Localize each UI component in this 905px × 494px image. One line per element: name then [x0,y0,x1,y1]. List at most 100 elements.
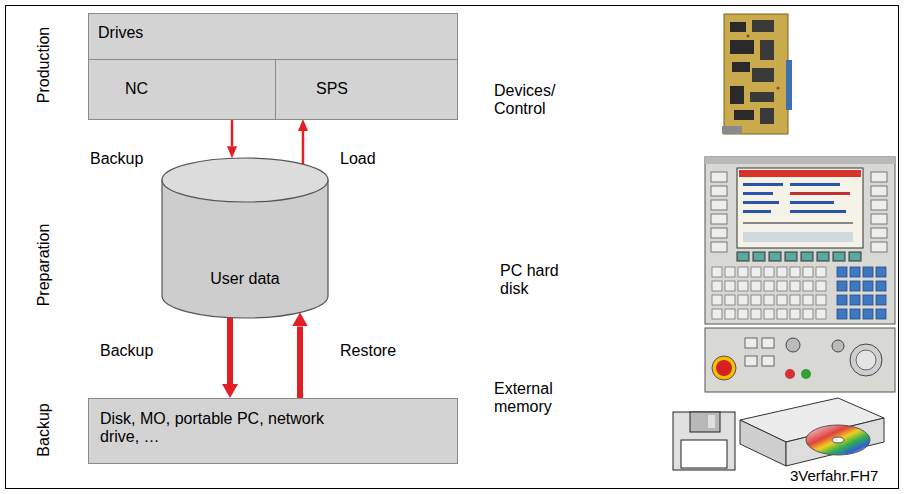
circuit-board-illustration-part [760,40,774,60]
control-panel-illustration-part [711,200,727,210]
control-panel-illustration-part [743,192,773,195]
control-panel-illustration-part [711,214,727,224]
circuit-board-illustration-part [747,35,750,38]
control-panel-illustration-part [849,252,861,261]
stage-label: Backup [35,403,53,456]
control-panel-illustration-part [850,344,882,376]
level-label: Devices/ Control [494,82,584,119]
control-panel-illustration-part [785,369,795,379]
control-panel-illustration-part [871,228,887,238]
control-panel-illustration-part [711,266,828,322]
control-panel-illustration-part [745,356,757,366]
storage-media-illustration-part [708,415,715,428]
circuit-board-illustration-part [730,22,746,32]
circuit-board-illustration-part [777,87,780,90]
control-panel-illustration-part [712,356,736,380]
control-panel-illustration-part [743,201,779,204]
stage-label: Production [35,27,53,104]
control-panel-illustration-part [785,252,797,261]
circuit-board-illustration-part [786,60,792,110]
control-panel-illustration-part [743,222,853,224]
control-panel-illustration-part [871,214,887,224]
control-panel-illustration-part [705,157,895,324]
database-cylinder: User data [162,158,328,318]
storage-media-illustration-part [681,440,727,468]
cylinder-top [162,158,328,202]
control-panel-illustration-part [790,210,846,213]
storage-media-illustration-part [786,418,884,466]
control-panel-illustration-part [711,172,727,182]
control-panel-illustration-part [737,252,749,261]
control-panel-illustration-part [856,350,876,370]
control-panel-illustration-part [743,210,771,213]
control-panel-illustration-part [745,338,757,348]
flow-arrow [231,119,234,146]
circuit-board-illustration [722,14,792,134]
control-panel-illustration-part [832,340,844,352]
control-panel-illustration-part [786,338,800,352]
flow-arrow [227,318,233,384]
circuit-board-illustration-part [760,108,774,124]
circuit-board-illustration-part [750,92,774,102]
control-panel-illustration-part [836,266,888,322]
control-panel-illustration-part [739,170,861,177]
control-panel-illustration-part [801,369,811,379]
storage-media-illustration-part [673,412,735,470]
circuit-board-illustration-part [732,62,750,72]
control-panel-illustration-part [790,183,840,186]
device-box: NC [89,59,276,119]
level-label: PC hard disk [500,262,580,299]
storage-media-illustration-part [690,412,720,432]
control-panel-illustration-part [716,360,732,376]
storage-media-illustration-part [832,437,844,443]
control-panel-illustration-part [705,157,895,164]
control-panel-illustration-part [871,186,887,196]
control-panel-illustration-part [711,186,727,196]
control-panel-illustration-part [833,252,845,261]
circuit-board-illustration-part [734,110,754,120]
edge-label: Load [340,150,376,168]
control-panel-illustration-part [711,228,727,238]
figure-id: 3Verfahr.FH7 [790,467,878,484]
node-text: Drives [98,24,143,42]
control-panel-illustration-part [711,242,727,252]
storage-media-illustration-part [740,420,786,466]
flow-arrow [297,326,303,398]
control-panel-illustration-part [762,338,774,348]
circuit-board-illustration-part [730,40,754,54]
circuit-board-illustration-part [730,86,744,104]
control-panel-illustration-part [790,201,834,204]
node-text: SPS [316,80,348,98]
stage-label: Preparation [35,224,53,307]
circuit-board-illustration-part [752,68,774,82]
node-text: Disk, MO, portable PC, network drive, … [100,410,335,447]
control-panel-illustration-part [801,252,813,261]
control-panel-illustration-part [737,168,863,248]
edge-label: Backup [90,150,143,168]
cylinder-outline [162,158,328,318]
storage-media-illustration [673,398,884,470]
control-panel-illustration-part [790,192,850,195]
control-panel-illustration-part [743,183,783,186]
circuit-board-illustration-part [724,14,788,134]
control-panel-illustration-part [753,252,765,261]
control-panel-illustration-part [762,356,774,366]
circuit-board-illustration-part [722,126,742,134]
circuit-board-illustration-part [752,20,774,32]
control-panel-illustration-part [871,172,887,182]
control-panel-illustration-part [871,242,887,252]
node-text: User data [162,270,328,288]
control-panel-illustration-part [769,252,781,261]
edge-label: Backup [100,342,153,360]
control-panel-illustration-part [871,200,887,210]
storage-media-illustration-part [806,425,870,455]
device-box: SPS [276,59,457,119]
control-panel-illustration-part [705,328,895,392]
storage-box: Disk, MO, portable PC, network drive, … [88,398,458,464]
control-panel-illustration-part [817,252,829,261]
node-text: NC [125,80,148,98]
control-panel-illustration-part [743,232,853,242]
